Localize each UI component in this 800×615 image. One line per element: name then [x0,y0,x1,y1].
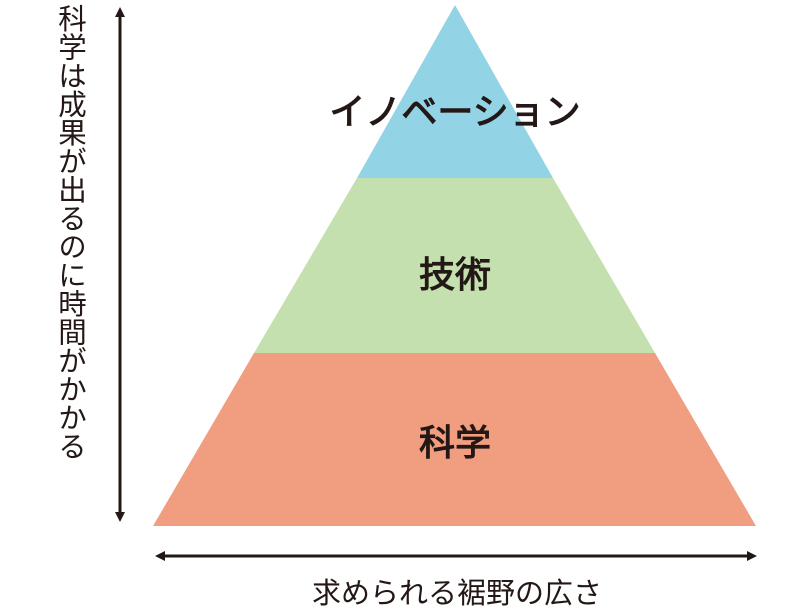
science-label: 科学 [419,422,491,464]
innovation-label: イノベーション [329,92,580,133]
horizontal-axis-label: 求められる裾野の広さ [312,576,602,610]
technology-label: 技術 [419,255,491,296]
vertical-axis-label: 科学は成果が出るのに時間がかかる [54,4,87,460]
science-tier [153,353,756,526]
innovation-tier [357,5,553,178]
technology-tier [254,178,655,353]
